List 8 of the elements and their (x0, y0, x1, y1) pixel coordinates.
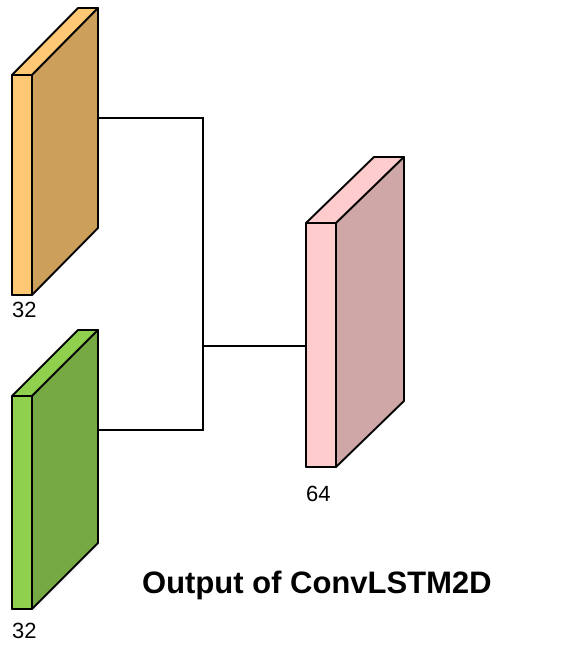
tensor-block (12, 8, 98, 295)
connector-line (98, 345, 306, 431)
channel-count: 32 (12, 299, 36, 321)
caption: Output of ConvLSTM2D (142, 565, 492, 601)
tensor-block (306, 157, 404, 467)
channel-count: 64 (306, 483, 330, 505)
tensor-block (12, 330, 98, 609)
channel-count: 32 (12, 620, 36, 642)
